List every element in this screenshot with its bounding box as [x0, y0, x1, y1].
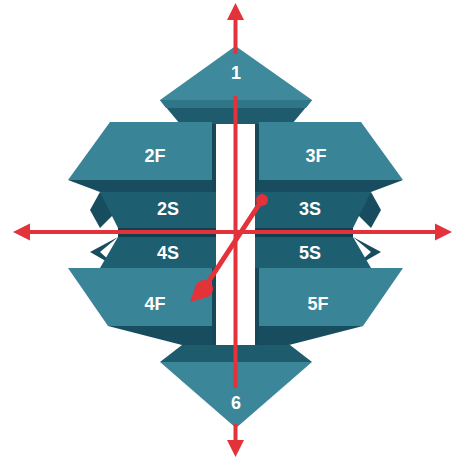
node-label: 4S — [157, 244, 179, 264]
axis-group — [13, 3, 452, 457]
shape-fill — [100, 192, 216, 228]
node-label: 5F — [307, 295, 328, 315]
node-label: 5S — [299, 244, 321, 264]
face-panel: 4F — [68, 268, 212, 326]
node-label: 3F — [305, 147, 326, 167]
shape-fill — [68, 268, 212, 326]
roof-edge — [160, 100, 312, 108]
panel-side — [118, 228, 216, 237]
bottom-pyramid: 6 — [160, 362, 312, 428]
shape-fill — [259, 122, 403, 180]
node-label: 1 — [231, 64, 241, 84]
panel-side — [108, 326, 212, 345]
node-label: 4F — [144, 295, 165, 315]
side-panel: 3S — [255, 192, 371, 228]
shape-fill — [259, 268, 403, 326]
shape-fill — [255, 237, 371, 268]
shape-fill — [100, 237, 216, 268]
panel-side — [259, 180, 403, 192]
axis-line — [28, 230, 437, 234]
face-panel: 5F — [259, 268, 403, 326]
node-label: 2S — [157, 200, 179, 220]
face-panel: 3F — [259, 122, 403, 180]
shape-fill — [255, 192, 371, 228]
roof-underside — [160, 100, 312, 124]
center-gap — [216, 118, 255, 350]
panel-side — [255, 228, 353, 237]
arrow-head — [13, 224, 30, 241]
side-panel: 5S — [255, 237, 371, 268]
shape-fill — [68, 122, 212, 180]
shape-fill — [160, 46, 312, 100]
node-label: 2F — [144, 147, 165, 167]
top-pyramid: 1 — [160, 46, 312, 100]
panel-side — [259, 326, 363, 345]
side-panel: 4S — [100, 237, 216, 268]
arrow-head — [227, 440, 244, 457]
shape-fill — [160, 362, 312, 428]
panel-side — [68, 180, 212, 192]
arrow-head — [227, 3, 244, 20]
shape-outline — [68, 268, 212, 326]
shape-outline — [259, 268, 403, 326]
base-underside — [160, 345, 312, 362]
node-label: 6 — [231, 394, 241, 414]
shape-outline — [259, 122, 403, 180]
axis-line — [234, 96, 238, 388]
node-label: 3S — [299, 200, 321, 220]
face-panel: 2F — [68, 122, 212, 180]
side-panel: 2S — [100, 192, 216, 228]
arrow-head — [435, 224, 452, 241]
shape-outline — [68, 122, 212, 180]
